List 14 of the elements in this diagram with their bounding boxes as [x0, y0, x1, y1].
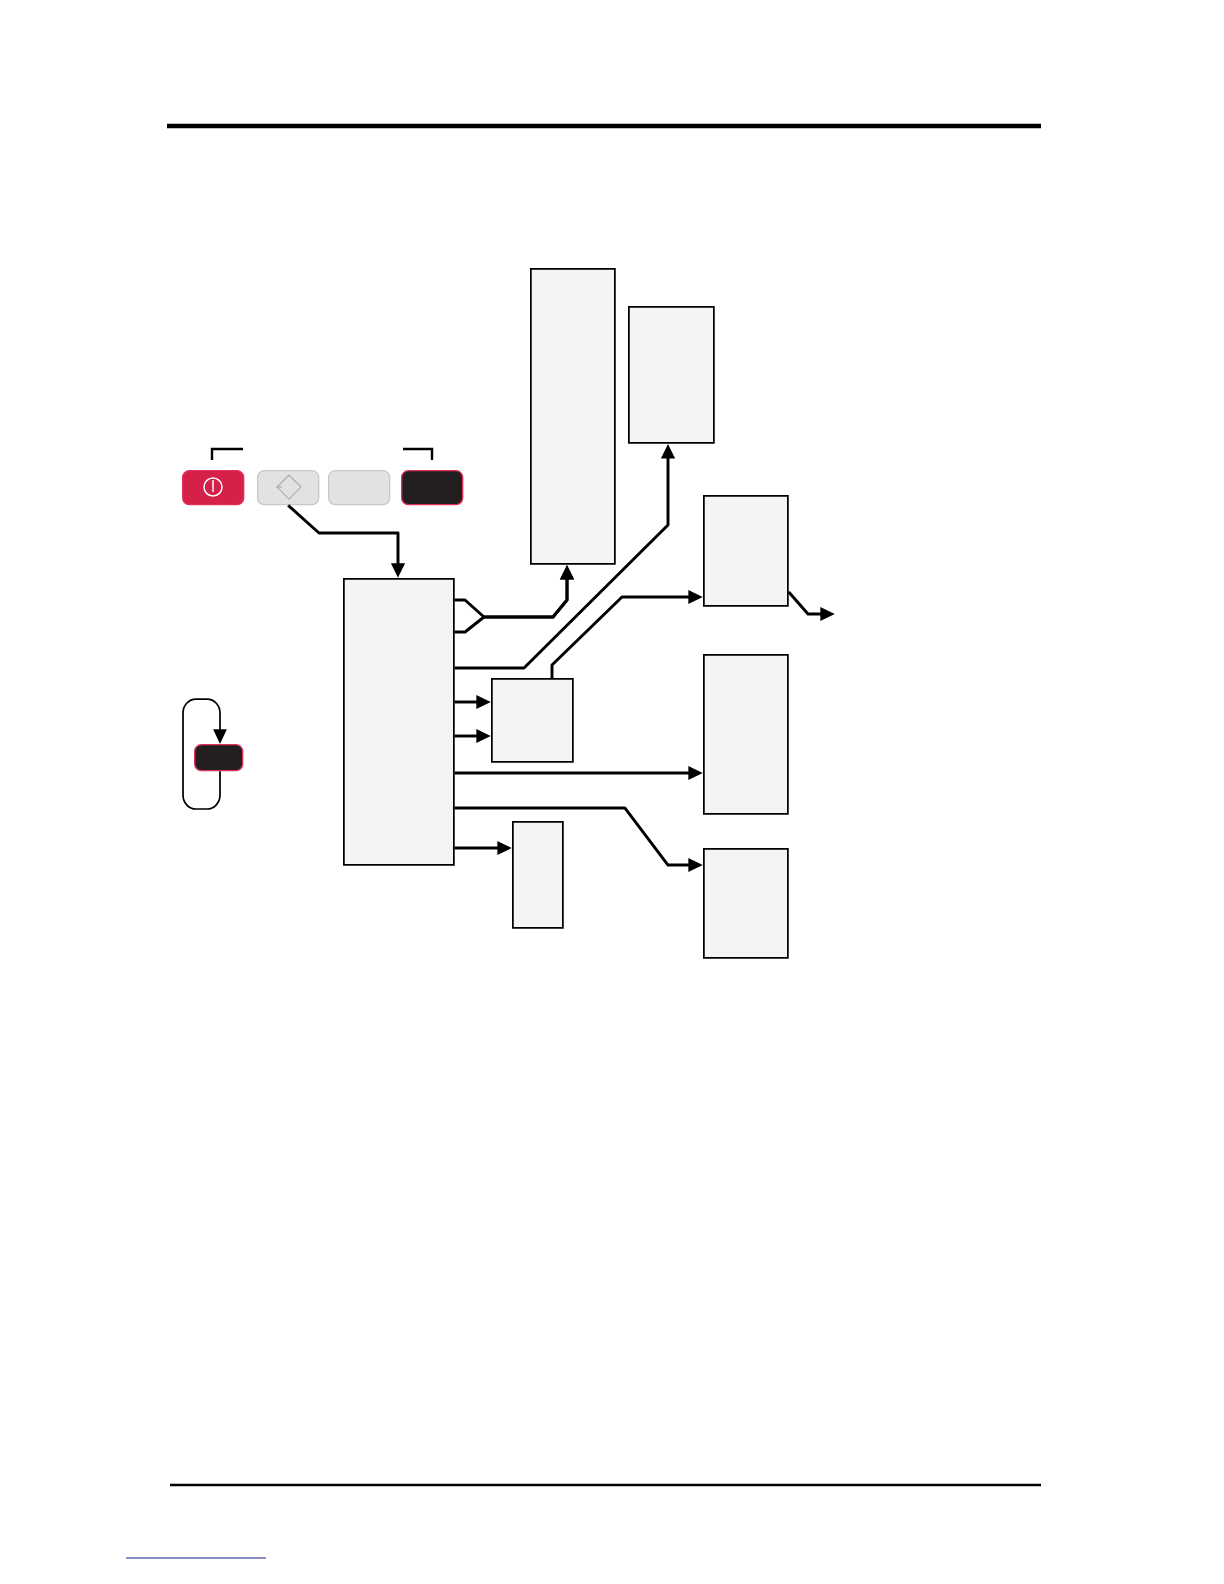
button	[401, 470, 464, 506]
block-box	[530, 268, 616, 565]
block-box	[491, 678, 574, 763]
block-box	[703, 495, 789, 607]
block-box	[343, 578, 455, 866]
block-box	[703, 654, 789, 815]
block-box	[703, 848, 789, 959]
block-box	[512, 821, 564, 929]
arrow	[182, 698, 227, 810]
button	[328, 470, 391, 506]
block-box	[628, 306, 715, 444]
button	[194, 744, 244, 772]
button	[182, 470, 245, 506]
button	[257, 470, 320, 506]
